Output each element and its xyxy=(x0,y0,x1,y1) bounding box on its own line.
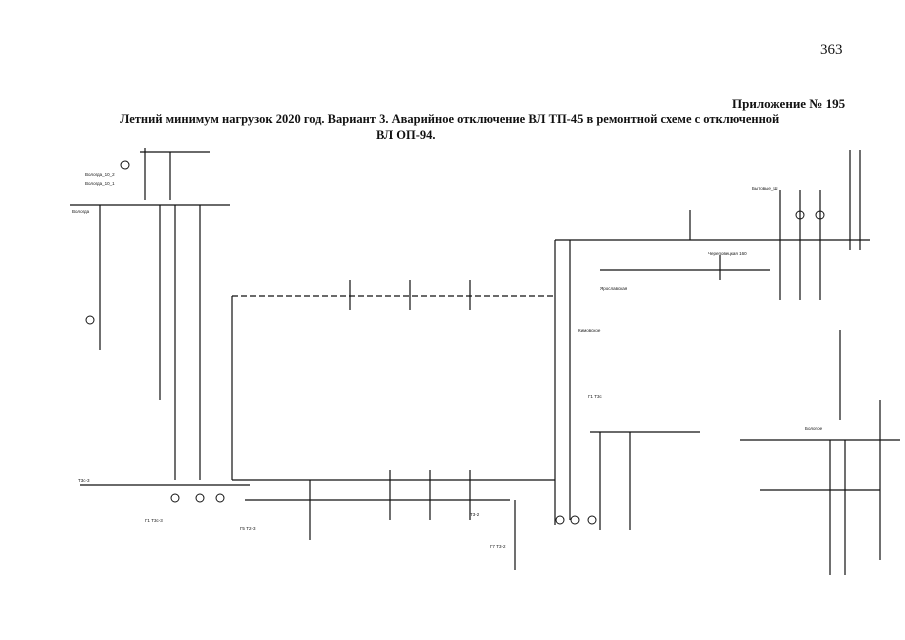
node-label: Бытовые_Ш xyxy=(752,186,777,191)
transformer-symbol xyxy=(815,210,825,220)
node-label: Череповецкая 160 xyxy=(708,251,747,256)
transformer-symbol xyxy=(795,210,805,220)
page-title: Летний минимум нагрузок 2020 год. Вариан… xyxy=(120,112,780,126)
transformer-symbol xyxy=(570,515,580,525)
node-label: Т3с-3 xyxy=(78,478,90,483)
node-label: Г5 Т2-3 xyxy=(240,526,256,531)
transformer-symbol xyxy=(195,493,205,503)
node-label: Вологда_10_1 xyxy=(85,181,115,186)
node-label: Вологда xyxy=(72,209,90,214)
node-label: Г1 Т3с xyxy=(588,394,602,399)
page-title-continued: ВЛ ОП-94. xyxy=(376,128,436,142)
node-label: Ярославская xyxy=(600,286,628,291)
transformer-symbol xyxy=(120,160,130,170)
transformer-symbol xyxy=(215,493,225,503)
transformer-symbol xyxy=(85,315,95,325)
node-label: Бологое xyxy=(805,426,823,431)
node-label: Кимовское xyxy=(578,328,601,333)
node-label: Г1 Т3с-3 xyxy=(145,518,163,523)
node-label: Вологда_10_2 xyxy=(85,172,115,177)
transformer-symbol xyxy=(555,515,565,525)
node-label: Т3-2 xyxy=(470,512,480,517)
node-label: Г7 Т3-2 xyxy=(490,544,506,549)
transformer-symbol xyxy=(587,515,597,525)
page-number: 363 xyxy=(820,42,843,58)
transformer-symbol xyxy=(170,493,180,503)
appendix-label: Приложение № 195 xyxy=(732,96,846,111)
